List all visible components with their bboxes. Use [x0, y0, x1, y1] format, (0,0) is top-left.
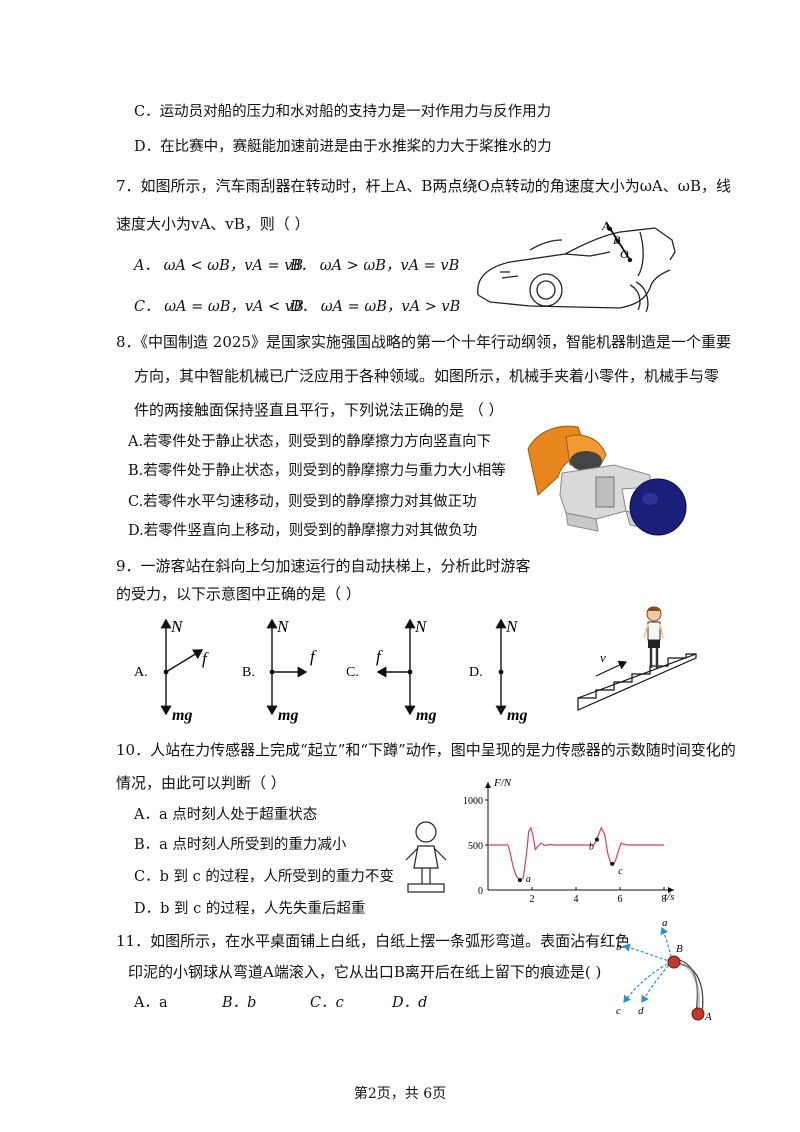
q7-option-a: A． ωA < ωB，vA = vB	[134, 258, 304, 274]
force-time-chart: F/N t/s 1000 500 0 2 4 6 8 a b c	[463, 777, 674, 905]
chart-y-tick-label: 0	[478, 886, 483, 897]
chart-point-label-b: b	[589, 842, 594, 853]
q9-stem-line2: 的受力，以下示意图中正确的是（ ）	[116, 585, 361, 603]
diagram-b-label: B.	[242, 665, 255, 680]
q6-option-c: C．运动员对船的压力和水对船的支持力是一对作用力与反作用力	[134, 104, 552, 120]
diagram-d-mg: mg	[507, 707, 527, 724]
fig11-label-c: c	[616, 1005, 621, 1017]
chart-y-tick-label: 500	[468, 841, 483, 852]
chart-y-axis-arrow	[485, 782, 491, 788]
diagram-a-n: N	[170, 617, 184, 636]
chart-point-a	[517, 878, 522, 883]
q8-stem-line1: 8．《中国制造 2025》是国家实施强国战略的第一个十年行动纲领，智能机器制造是…	[116, 333, 731, 351]
fig11-label-end-a: A	[704, 1011, 712, 1023]
diagram-a-label: A.	[134, 665, 148, 680]
chart-point-label-a: a	[526, 874, 531, 885]
q11-option-d: D．d	[392, 995, 428, 1011]
q10-stem-line1: 10．人站在力传感器上完成“起立”和“下蹲”动作，图中呈现的是力传感器的示数随时…	[116, 741, 736, 759]
q10-stem-line2: 情况，由此可以判断（ ）	[116, 774, 286, 792]
person-on-sensor-figure	[405, 821, 447, 893]
chart-x-axis-label: t/s	[664, 891, 674, 903]
fig11-label-end-b: B	[676, 943, 683, 955]
chart-point-c	[610, 861, 615, 866]
q11-stem-line2: 印泥的小钢球从弯道A端滚入，它从出口B离开后在纸上留下的痕迹是( )	[128, 963, 602, 981]
chart-y-axis-label: F/N	[493, 777, 512, 789]
q10-option-a: A．a 点时刻人处于超重状态	[134, 807, 318, 823]
q7-option-d: D． ωA = ωB，vA > vB	[290, 299, 461, 315]
q10-option-b: B．a 点时刻人所受到的重力减小	[134, 837, 347, 853]
fig7-label-o: O	[620, 247, 629, 261]
chart-x-axis-arrow	[668, 887, 674, 893]
chart-y-tick-label: 1000	[463, 796, 483, 807]
diagram-d-label: D.	[469, 665, 483, 680]
escalator-figure: v	[577, 606, 697, 711]
chart-x-tick-label: 6	[618, 894, 623, 905]
robot-gripper-figure	[527, 425, 687, 536]
diagram-c-f: f	[376, 647, 383, 666]
diagram-b-f: f	[310, 647, 317, 666]
fig11-label-b: b	[616, 941, 622, 953]
tourist-figure	[643, 606, 664, 668]
force-diagrams: A. N mg f B. N mg f C. N mg f D. N mg	[134, 617, 527, 724]
diagram-c-label: C.	[346, 665, 359, 680]
q10-option-c: C．b 到 c 的过程，人所受到的重力不变	[134, 869, 394, 885]
chart-x-tick-label: 2	[530, 894, 535, 905]
diagram-b-mg: mg	[278, 707, 298, 724]
fig11-label-d: d	[638, 1005, 644, 1017]
q6-option-d: D．在比赛中，赛艇能加速前进是由于水推桨的力大于桨推水的力	[134, 139, 552, 155]
diagram-c: C. N mg f	[346, 617, 436, 724]
q8-option-a: A.若零件处于静止状态，则受到的静摩擦力方向竖直向下	[128, 434, 492, 450]
chart-point-label-c: c	[618, 866, 623, 877]
q8-option-b: B.若零件处于静止状态，则受到的静摩擦力与重力大小相等	[128, 463, 506, 479]
escalator-velocity-label: v	[600, 650, 606, 665]
q7-stem-line1: 7．如图所示，汽车雨刮器在转动时，杆上A、B两点绕O点转动的角速度大小为ωA、ω…	[116, 177, 732, 195]
diagram-c-n: N	[414, 617, 428, 636]
fig7-label-b: B	[613, 233, 621, 247]
diagram-d-n: N	[505, 617, 519, 636]
q9-stem-line1: 9．一游客站在斜向上匀加速运行的自动扶梯上，分析此时游客	[116, 557, 531, 575]
q11-option-b: B．b	[222, 995, 257, 1011]
chart-x-tick-label: 4	[574, 894, 579, 905]
diagram-a-mg: mg	[172, 707, 192, 724]
diagram-c-mg: mg	[416, 707, 436, 724]
chart-x-tick-label: 8	[662, 894, 667, 905]
diagram-d: D. N mg	[469, 617, 527, 724]
q11-stem-line1: 11．如图所示，在水平桌面铺上白纸，白纸上摆一条弧形弯道。表面沾有红色	[116, 932, 631, 950]
q8-option-d: D.若零件竖直向上移动，则受到的静摩擦力对其做负功	[128, 523, 478, 539]
curved-track-figure: a b c d A B	[616, 917, 712, 1023]
q8-stem-line3: 件的两接触面保持竖直且平行，下列说法正确的是 （ ）	[134, 401, 504, 419]
q11-option-a: A．a	[134, 995, 168, 1011]
q8-stem-line2: 方向，其中智能机械已广泛应用于各种领域。如图所示，机械手夹着小零件，机械手与零	[134, 367, 720, 385]
fig7-label-a: A	[601, 219, 610, 233]
diagram-a-f: f	[202, 649, 209, 668]
diagram-a: A. N mg f	[134, 617, 209, 724]
fig11-label-a: a	[662, 917, 668, 929]
q10-option-d: D．b 到 c 的过程，人先失重后超重	[134, 901, 366, 917]
chart-series-line	[488, 826, 664, 881]
diagram-b: B. N mg f	[242, 617, 317, 724]
car-wiper-figure: A B O	[477, 219, 676, 313]
page-footer: 第2页，共 6页	[353, 1086, 447, 1102]
q7-stem-line2: 速度大小为vA、vB，则（ ）	[116, 215, 310, 233]
q7-option-b: B． ωA > ωB，vA = vB	[290, 258, 460, 274]
chart-point-b	[594, 837, 599, 842]
diagram-b-n: N	[276, 617, 290, 636]
q11-option-c: C．c	[310, 995, 344, 1011]
q7-option-c: C． ωA = ωB，vA < vB	[134, 299, 304, 315]
q8-option-c: C.若零件水平匀速移动，则受到的静摩擦力对其做正功	[128, 494, 477, 510]
